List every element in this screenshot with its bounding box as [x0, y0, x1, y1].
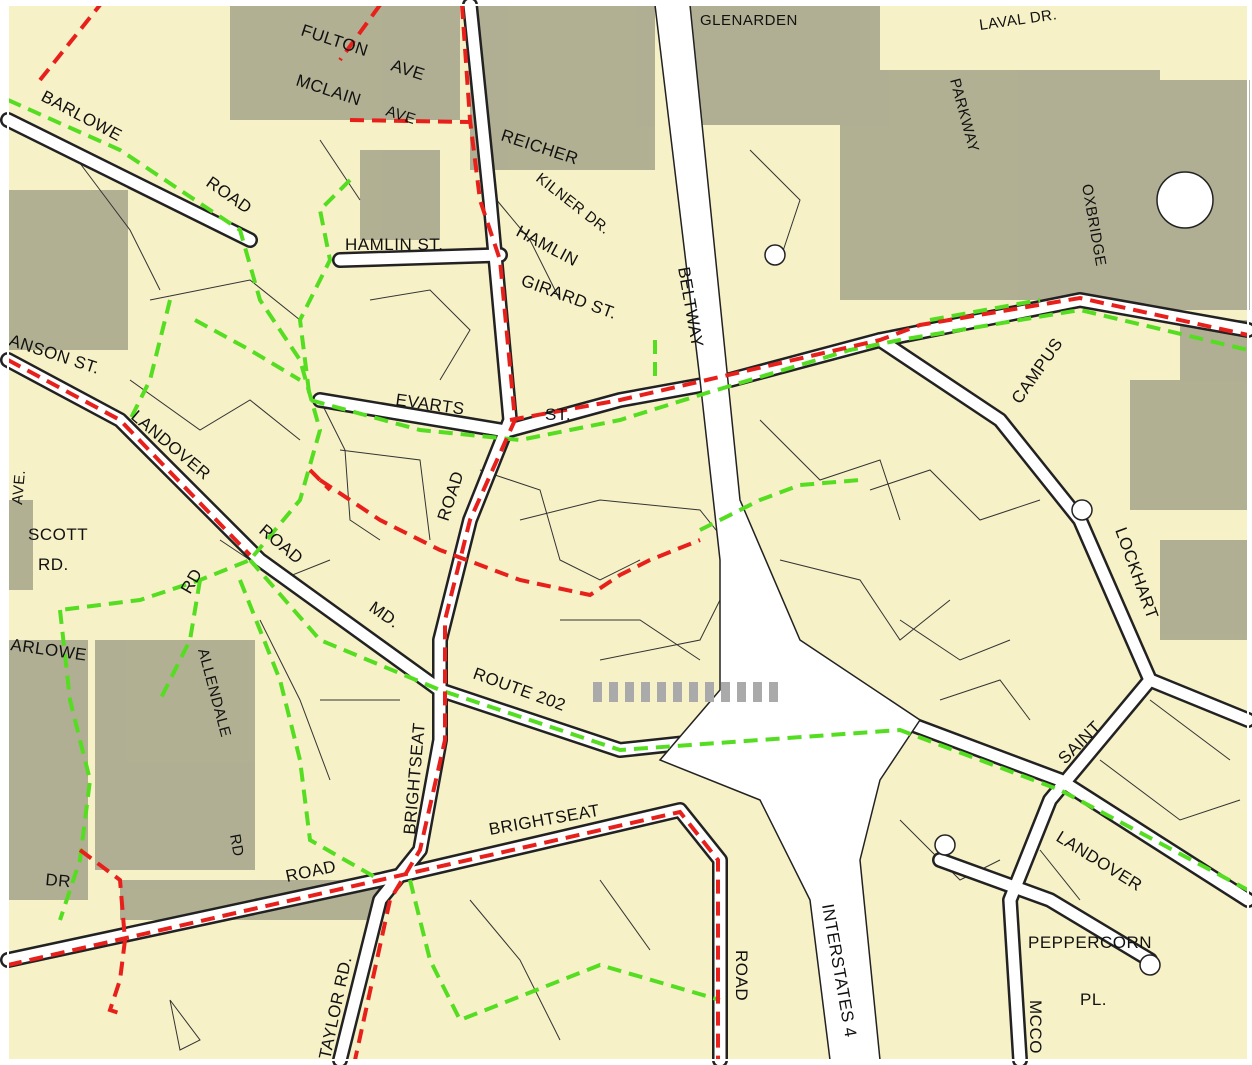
cul-de-sacs — [764, 171, 1214, 976]
label-hamlin-st: HAMLIN ST. — [345, 235, 444, 254]
trail-red — [7, 3, 1249, 1061]
label-scott: SCOTT — [28, 525, 88, 544]
label-pl: PL. — [1080, 990, 1107, 1009]
map-frame — [7, 4, 1249, 1061]
label-evarts-st: ST. — [545, 405, 571, 424]
label-road-east: ROAD — [732, 950, 751, 1001]
label-rd-allendale: RD — [226, 833, 247, 858]
scale-bar — [593, 682, 778, 702]
parcel-lines — [69, 139, 1241, 1051]
label-mcco: MCCO — [1026, 1000, 1045, 1054]
label-dr-left: DR — [45, 870, 72, 891]
label-scott-rd: RD. — [38, 555, 69, 574]
label-glenarden: GLENARDEN — [700, 12, 798, 29]
trail-green — [7, 98, 1249, 1023]
label-ave-left: AVE. — [9, 469, 29, 505]
label-peppercorn: PEPPERCORN — [1028, 933, 1152, 952]
